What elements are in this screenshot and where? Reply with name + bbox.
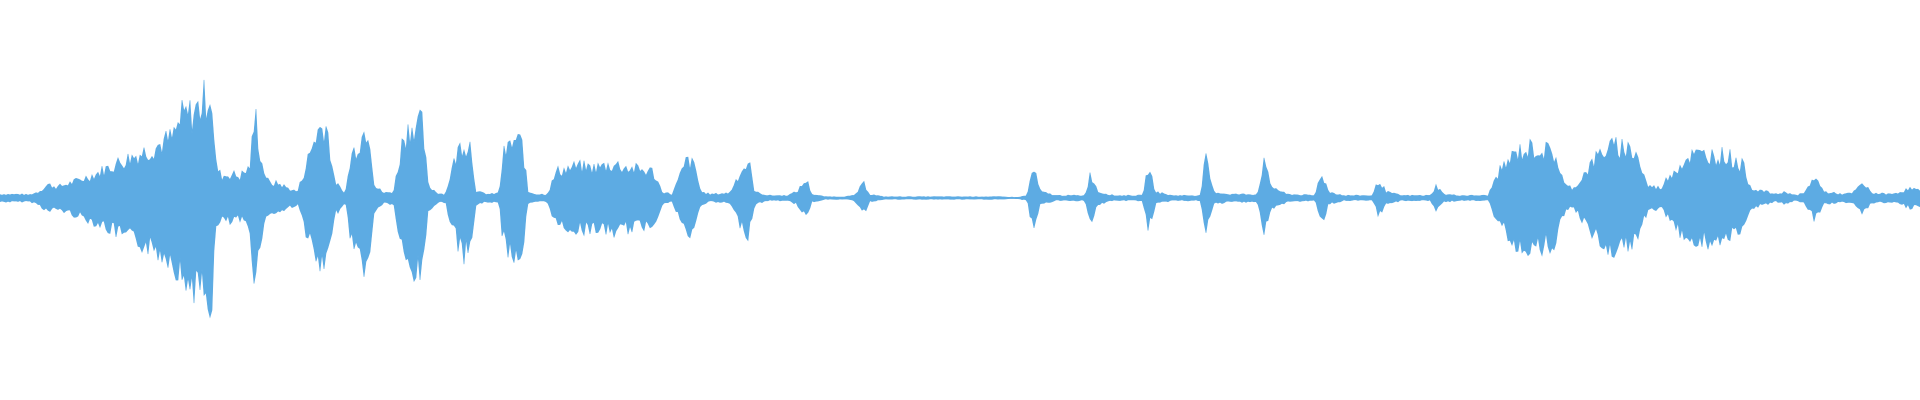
waveform-shape <box>0 79 1920 319</box>
